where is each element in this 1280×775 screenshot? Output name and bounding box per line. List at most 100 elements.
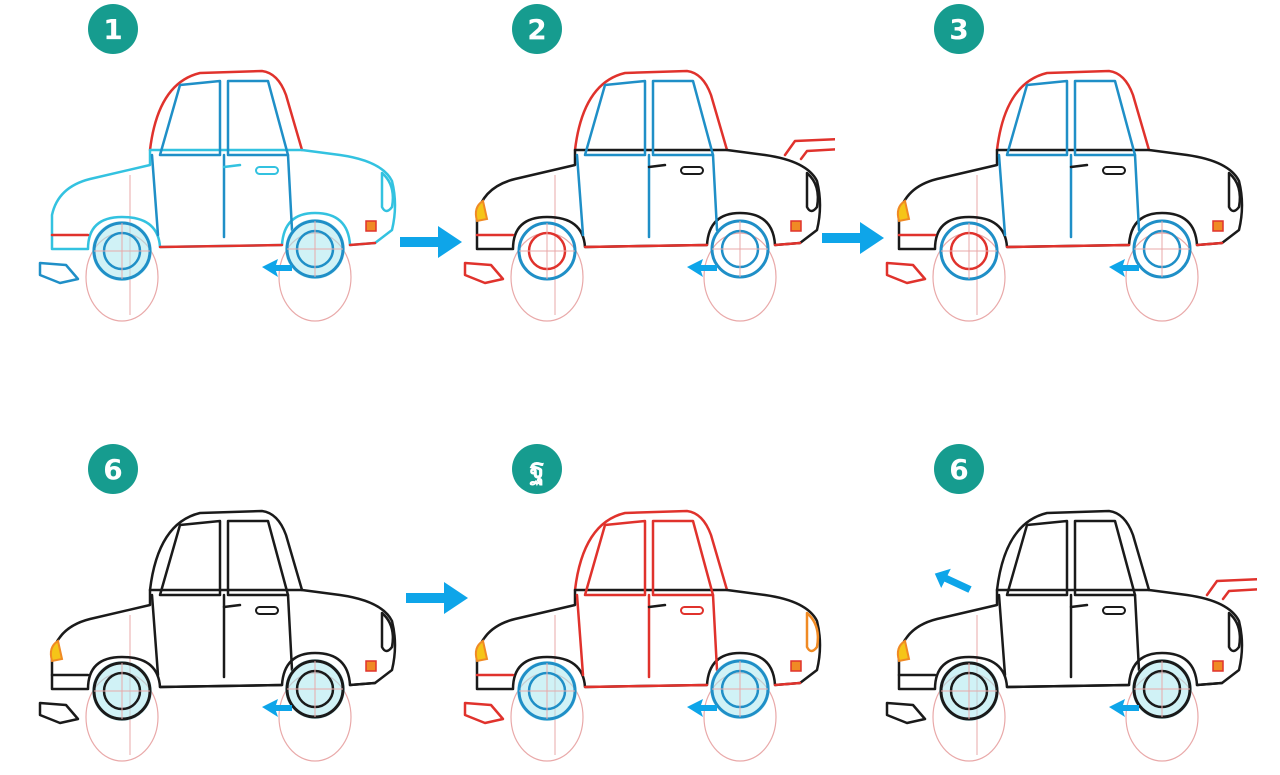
step-number: 3: [949, 12, 969, 46]
rear-reflector: [790, 660, 802, 672]
rear-reflector: [365, 220, 377, 232]
tail-light: [1227, 611, 1242, 653]
car-roof: [573, 509, 729, 592]
front-bumper: [885, 261, 927, 285]
door-handle-rear: [680, 606, 704, 615]
door-lines: [997, 593, 1141, 679]
car-sill: [475, 233, 802, 249]
car-roof: [573, 69, 729, 152]
step-number: ฐ: [529, 452, 545, 485]
step-number: 6: [103, 452, 123, 486]
car-sill: [50, 233, 377, 249]
car-body: [897, 588, 1244, 691]
door-handle: [1069, 163, 1089, 169]
arrow-right-icon: [400, 226, 462, 258]
door-handle: [647, 163, 667, 169]
car-body: [50, 588, 397, 691]
door-handle-rear: [255, 166, 279, 175]
rear-spoiler: [783, 138, 835, 161]
step-badge-1: 1: [88, 4, 138, 54]
door-handle-rear: [1102, 166, 1126, 175]
door-handle-rear: [255, 606, 279, 615]
arrow-mark-icon: [1109, 259, 1139, 277]
car-roof: [148, 69, 304, 152]
car-drawing-step-5: [463, 509, 822, 762]
arrow-right-icon: [406, 582, 468, 614]
door-handle-rear: [1102, 606, 1126, 615]
car-body: [475, 148, 822, 251]
car-body: [475, 588, 822, 691]
door-lines: [150, 153, 294, 239]
tail-light: [1227, 171, 1242, 213]
car-roof: [995, 509, 1151, 592]
car-drawing-step-1: [38, 69, 397, 322]
car-body: [897, 148, 1244, 251]
car-drawing-step-6: [885, 509, 1257, 762]
step-badge-6: 6: [934, 444, 984, 494]
door-handle-rear: [680, 166, 704, 175]
front-bumper: [38, 701, 80, 725]
front-window: [1005, 79, 1069, 157]
tail-light: [380, 171, 395, 213]
arrow-mark-icon: [262, 259, 292, 277]
headlight: [896, 199, 911, 223]
car-roof: [995, 69, 1151, 152]
rear-spoiler: [1205, 578, 1257, 601]
door-handle: [222, 603, 242, 609]
door-handle: [1069, 603, 1089, 609]
arrow-mark-icon: [687, 259, 717, 277]
door-lines: [150, 593, 294, 679]
step-number: 6: [949, 452, 969, 486]
front-window: [583, 79, 647, 157]
rear-window: [1073, 519, 1137, 597]
rear-reflector: [1212, 220, 1224, 232]
step-badge-2: 2: [512, 4, 562, 54]
arrow-left-icon: [934, 568, 972, 593]
rear-window: [651, 519, 715, 597]
front-bumper: [885, 701, 927, 725]
headlight: [474, 199, 489, 223]
tail-light: [380, 611, 395, 653]
rear-window: [1073, 79, 1137, 157]
front-bumper: [463, 701, 505, 725]
car-drawing-step-4: [38, 509, 397, 762]
step-badge-4: 6: [88, 444, 138, 494]
car-body: [50, 148, 397, 251]
headlight: [49, 639, 64, 663]
car-sill: [897, 233, 1224, 249]
rear-reflector: [365, 660, 377, 672]
rear-window: [226, 79, 290, 157]
step-number: 1: [103, 12, 123, 46]
car-drawing-step-2: [463, 69, 835, 322]
rear-window: [651, 79, 715, 157]
tail-light: [805, 171, 820, 213]
arrow-mark-icon: [262, 699, 292, 717]
tail-light: [805, 611, 820, 653]
door-lines: [575, 593, 719, 679]
front-window: [1005, 519, 1069, 597]
arrow-mark-icon: [687, 699, 717, 717]
front-bumper: [463, 261, 505, 285]
rear-reflector: [1212, 660, 1224, 672]
step-badge-3: 3: [934, 4, 984, 54]
door-handle: [222, 163, 242, 169]
arrow-mark-icon: [1109, 699, 1139, 717]
step-by-step-car-drawing-grid: 1 2 3 6 ฐ 6: [38, 4, 1257, 762]
headlight: [474, 639, 489, 663]
car-roof: [148, 509, 304, 592]
car-sill: [897, 673, 1224, 689]
rear-window: [226, 519, 290, 597]
front-window: [158, 79, 222, 157]
front-window: [158, 519, 222, 597]
step-number: 2: [527, 12, 547, 46]
car-sill: [50, 673, 377, 689]
arrow-right-icon: [822, 222, 884, 254]
door-lines: [575, 153, 719, 239]
car-drawing-step-3: [885, 69, 1244, 322]
door-handle: [647, 603, 667, 609]
car-sill: [475, 673, 802, 689]
front-window: [583, 519, 647, 597]
rear-reflector: [790, 220, 802, 232]
step-badge-5: ฐ: [512, 444, 562, 494]
front-bumper: [38, 261, 80, 285]
